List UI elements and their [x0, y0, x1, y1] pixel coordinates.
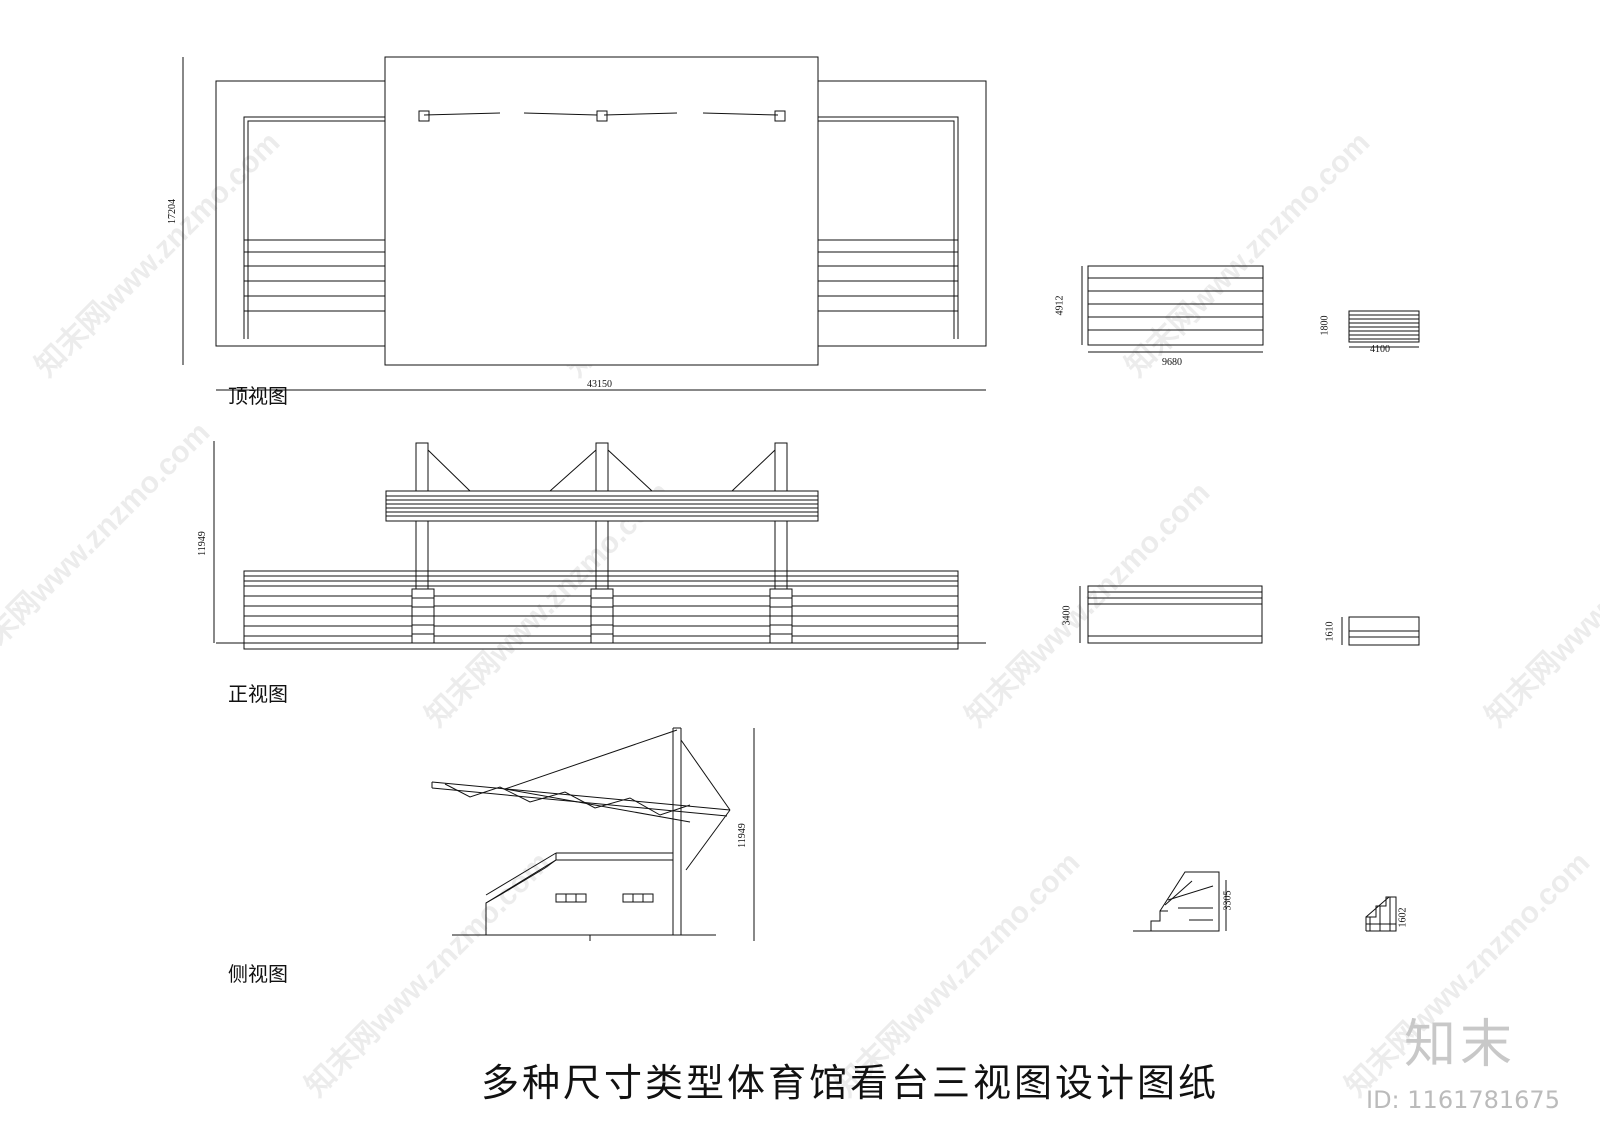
small-stand-b-side-view [1365, 896, 1397, 932]
front-view [213, 441, 986, 650]
top-height-dimension: 17204 [167, 199, 178, 224]
side-view [431, 727, 755, 941]
small-stand-b-top-view [1348, 310, 1420, 348]
image-id-label: ID: 1161781675 [1366, 1086, 1560, 1114]
small-stand-b-front-view [1341, 616, 1420, 646]
small-a-width-dimension: 9680 [1162, 357, 1182, 368]
top-width-dimension: 43150 [587, 379, 612, 390]
top-view [182, 56, 987, 391]
top-view-label: 顶视图 [228, 384, 288, 408]
small-b-width-dimension: 4100 [1370, 344, 1390, 355]
brand-logo: 知末 [1404, 1015, 1517, 1075]
small-b-front-height-dimension: 1610 [1324, 621, 1336, 642]
side-height-dimension: 11949 [736, 823, 748, 848]
small-stand-a-top-view [1081, 265, 1264, 353]
small-a-side-height-dimension: 3305 [1222, 890, 1234, 911]
small-a-height-dimension: 4912 [1054, 295, 1066, 316]
small-stand-a-front-view [1079, 585, 1263, 644]
drawing-title: 多种尺寸类型体育馆看台三视图设计图纸 [480, 1061, 1219, 1105]
small-stand-a-side-view [1133, 871, 1227, 932]
small-a-front-height-dimension: 3400 [1061, 605, 1073, 626]
side-view-label: 侧视图 [228, 962, 288, 986]
small-b-side-height-dimension: 1602 [1397, 907, 1409, 928]
small-b-height-dimension: 1800 [1319, 315, 1331, 336]
front-view-label: 正视图 [228, 682, 288, 706]
front-height-dimension: 11949 [196, 531, 208, 556]
